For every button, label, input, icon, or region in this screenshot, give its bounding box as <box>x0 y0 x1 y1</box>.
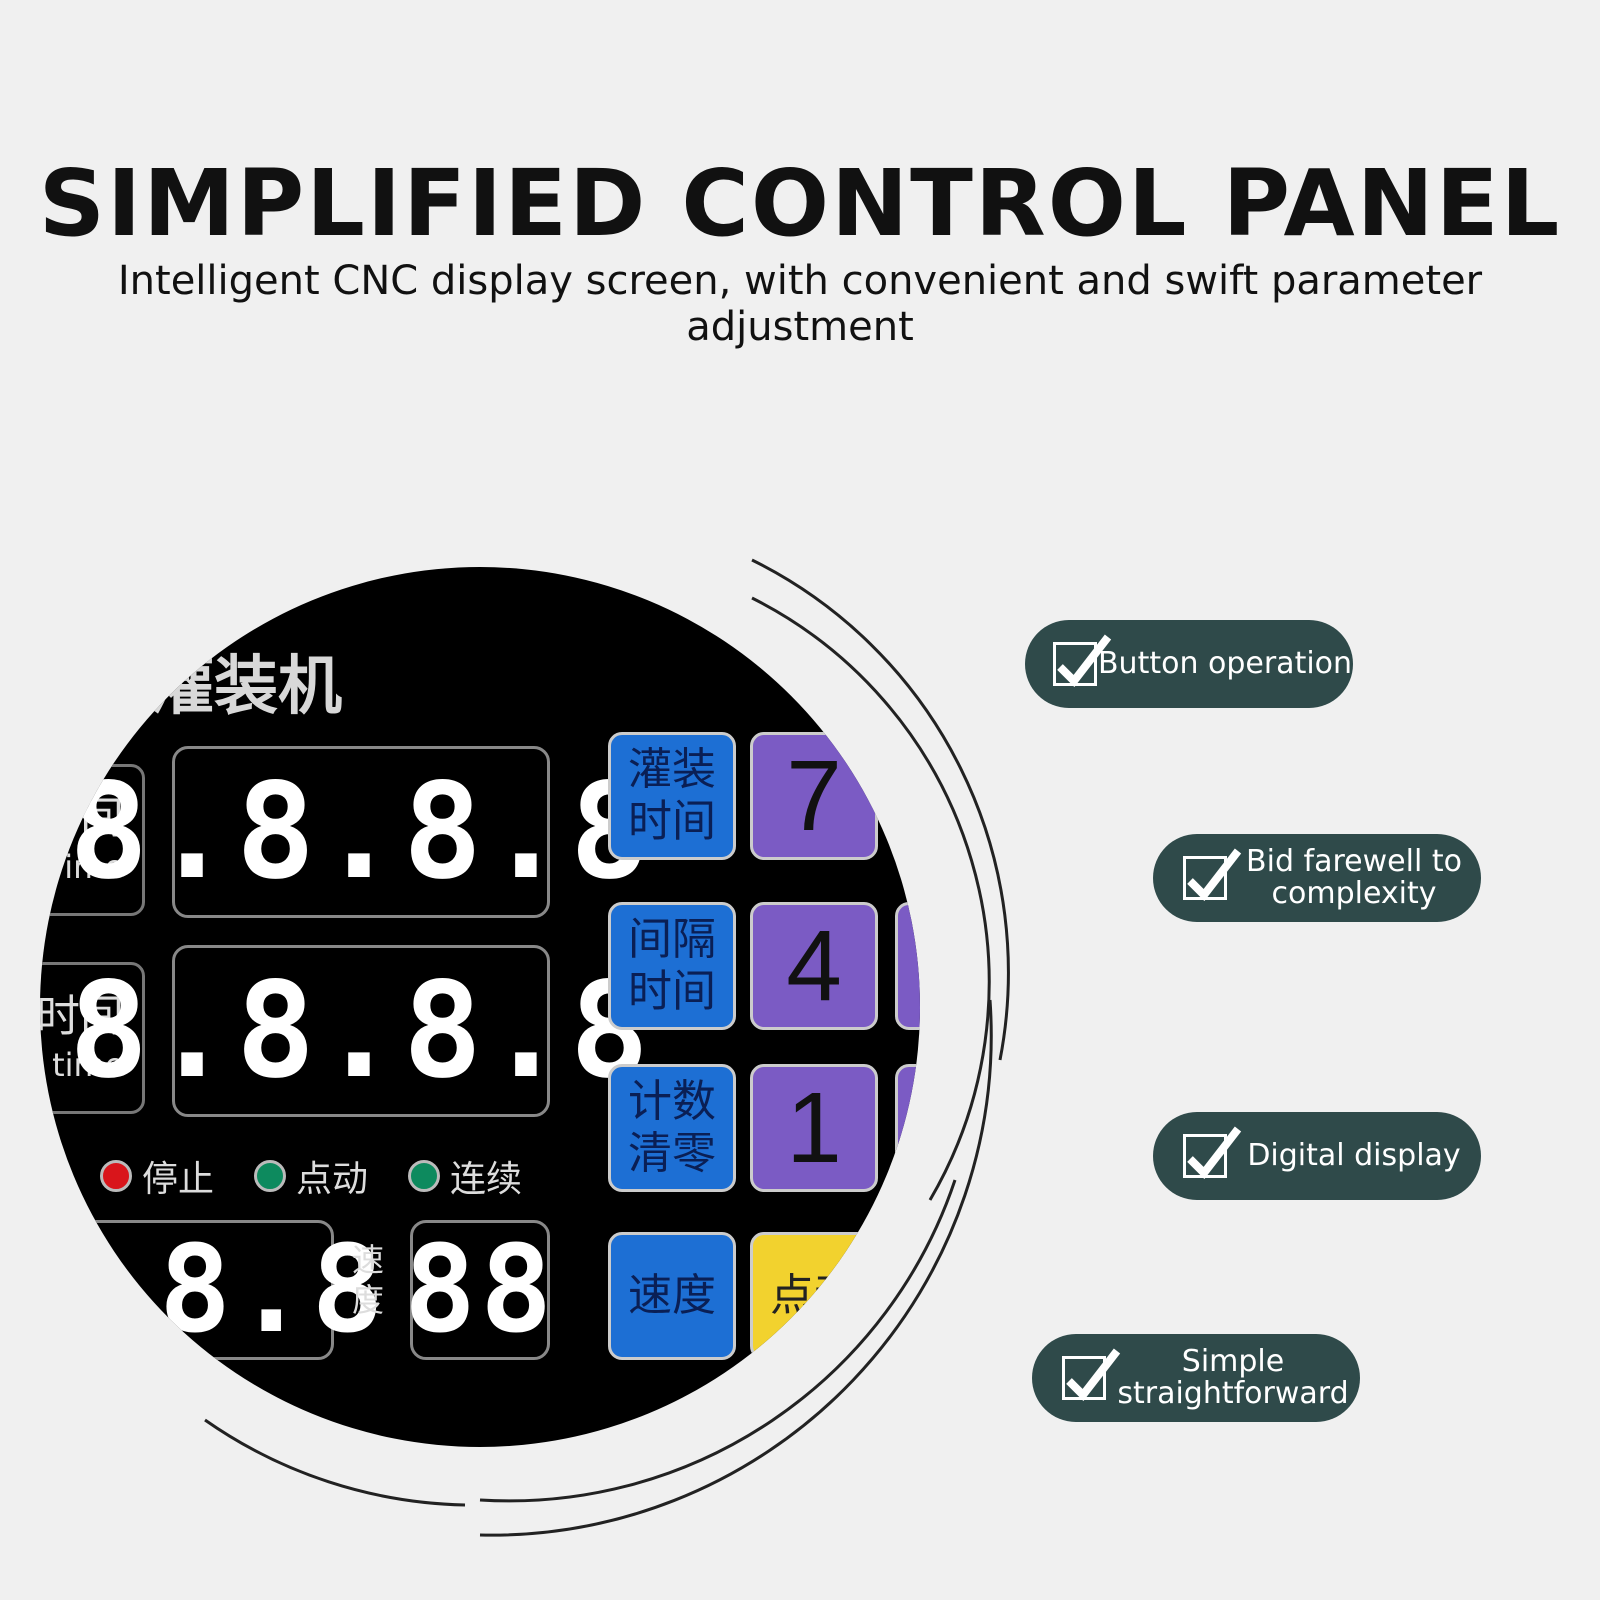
interval-time-key[interactable]: 间隔时间 <box>608 902 736 1030</box>
count-reset-key[interactable]: 计数清零 <box>608 1064 736 1192</box>
interval-time-display: 8.8.8.8 <box>69 945 649 1117</box>
partial-key <box>895 902 920 1030</box>
checkbox-check-icon <box>1053 634 1112 687</box>
checkbox-check-icon <box>1062 1348 1121 1401</box>
speed-label: 速度 <box>352 1241 385 1319</box>
fill-time-display: 8.8.8.8 <box>69 746 649 918</box>
jog-key[interactable]: 点动 <box>750 1232 878 1360</box>
indicator-continuous: 连续 <box>408 1150 522 1202</box>
speed-display: 88 <box>403 1220 557 1360</box>
machine-title: 灌装机 <box>150 650 342 724</box>
number-key-7[interactable]: 7 <box>750 732 878 860</box>
red-led-icon <box>100 1160 132 1192</box>
counter-display: 8.8.8 <box>40 1220 388 1360</box>
fill-time-label: 间 ime <box>40 764 145 916</box>
speed-key[interactable]: 速度 <box>608 1232 736 1360</box>
status-indicators: 停止 点动 连续 <box>100 1150 562 1202</box>
green-led-icon <box>254 1160 287 1192</box>
feature-badge-simple: Simple straightforward <box>1032 1334 1360 1422</box>
number-key-1[interactable]: 1 <box>750 1064 878 1192</box>
feature-badge-button-operation: Button operation <box>1025 620 1353 708</box>
fill-time-key[interactable]: 灌装时间 <box>608 732 736 860</box>
partial-key <box>895 1064 920 1192</box>
page-subtitle: Intelligent CNC display screen, with con… <box>117 258 1483 350</box>
interval-time-label: 时间 l time <box>40 962 145 1114</box>
checkbox-check-icon <box>1183 848 1242 901</box>
checkbox-check-icon <box>1183 1126 1242 1179</box>
page-title: SIMPLIFIED CONTROL PANEL <box>38 150 1562 257</box>
number-key-4[interactable]: 4 <box>750 902 878 1030</box>
indicator-jog: 点动 <box>254 1150 368 1202</box>
feature-badge-farewell-complexity: Bid farewell to complexity <box>1153 834 1481 922</box>
indicator-stop: 停止 <box>100 1150 214 1202</box>
green-led-icon <box>408 1160 441 1192</box>
control-panel-image: 灌装机 间 ime 时间 l time 8.8.8.8 8.8.8.8 停止 点… <box>40 567 920 1447</box>
feature-badge-digital-display: Digital display <box>1153 1112 1481 1200</box>
